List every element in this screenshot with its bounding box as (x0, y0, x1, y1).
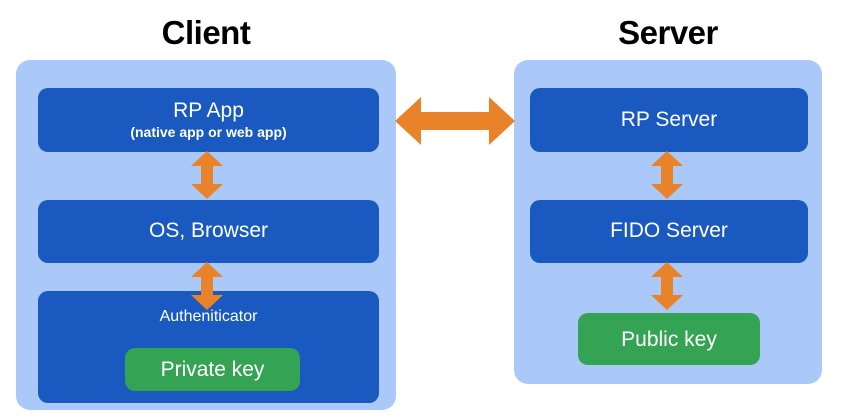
box-rp-app: RP App (native app or web app) (38, 88, 379, 152)
box-fido-server: FIDO Server (530, 200, 808, 263)
arrow-os-browser-to-authenticator-icon (190, 262, 224, 310)
arrow-rp-server-to-fido-server-icon (650, 151, 684, 199)
column-title-client: Client (161, 14, 251, 51)
public-key-box: Public key (578, 313, 760, 365)
arrow-client-to-server-icon (395, 96, 515, 146)
private-key-label: Private key (160, 358, 265, 381)
box-os-browser-title: OS, Browser (148, 219, 269, 243)
private-key-box: Private key (125, 348, 300, 391)
box-authenticator-title: Autheniticator (159, 308, 258, 325)
box-rp-server: RP Server (530, 88, 808, 152)
box-rp-app-subtitle: (native app or web app) (130, 124, 287, 141)
box-fido-server-title: FIDO Server (610, 219, 728, 243)
box-os-browser: OS, Browser (38, 200, 379, 263)
arrow-rp-app-to-os-browser-icon (190, 151, 224, 199)
column-title-server: Server (618, 14, 718, 51)
arrow-fido-server-to-public-key-icon (650, 262, 684, 310)
box-rp-app-title: RP App (173, 99, 244, 123)
box-rp-server-title: RP Server (620, 107, 718, 131)
public-key-label: Public key (621, 327, 717, 351)
